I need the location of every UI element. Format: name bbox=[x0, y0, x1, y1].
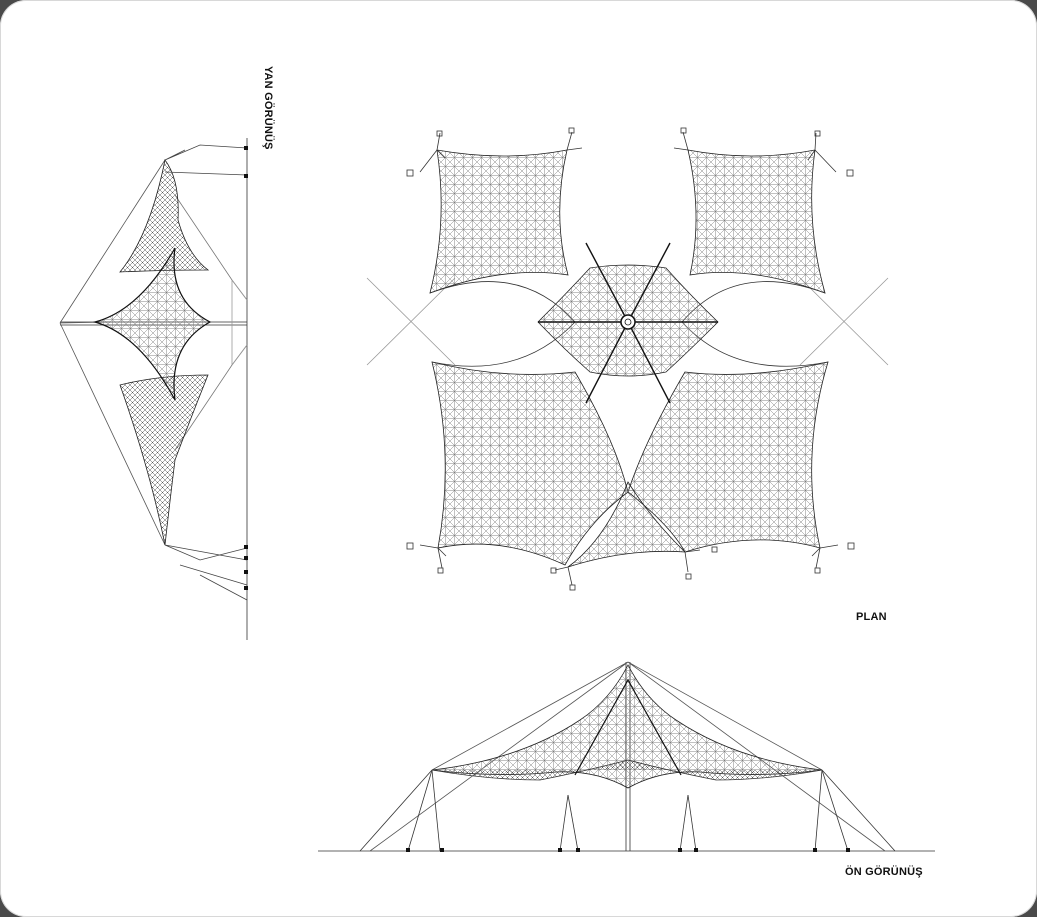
side-membrane-upper bbox=[119, 159, 210, 273]
plan-anchors bbox=[406, 127, 855, 591]
membrane-top-left bbox=[429, 149, 569, 294]
membrane-bottom-center bbox=[567, 481, 687, 568]
plan-view bbox=[366, 127, 889, 591]
front-view bbox=[318, 661, 935, 852]
membrane-bottom-left bbox=[431, 361, 629, 566]
side-membrane-lower bbox=[119, 374, 209, 546]
membrane-top-right bbox=[687, 149, 826, 294]
front-view-label: ÖN GÖRÜNÜŞ bbox=[845, 866, 923, 878]
side-view bbox=[59, 138, 248, 640]
membrane-bottom-right bbox=[627, 361, 829, 553]
side-view-label: YAN GÖRÜNÜŞ bbox=[262, 66, 274, 150]
plan-label: PLAN bbox=[856, 611, 887, 623]
side-umbrella bbox=[92, 247, 212, 401]
